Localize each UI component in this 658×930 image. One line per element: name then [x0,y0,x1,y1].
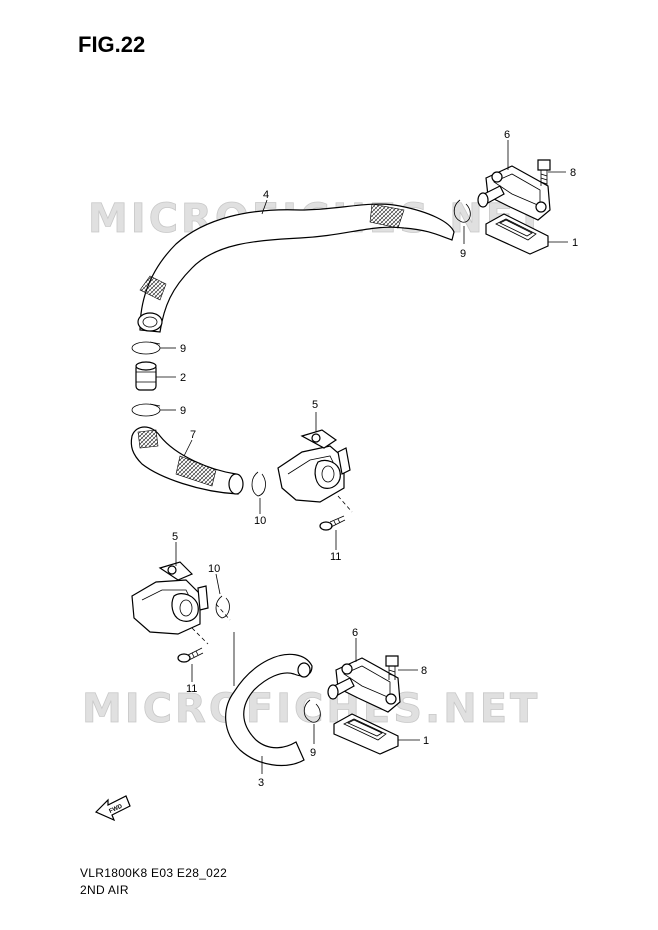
reed-valve-cover-top [477,165,551,221]
fwd-arrow: FWD [94,795,131,822]
gasket-top [485,213,549,255]
clamp-top [453,199,471,223]
callout-9-mid1: 9 [180,343,186,355]
callout-10-lower: 10 [208,563,220,575]
callout-7: 7 [190,429,196,441]
callout-9-mid2: 9 [180,405,186,417]
leader-lines [156,140,568,774]
bolt-bottom [385,655,399,680]
callout-11-upper: 11 [330,551,341,563]
clamp-bottom [303,699,321,723]
reed-valve-lower [131,561,209,635]
callout-6-top: 6 [504,129,510,141]
watermark-bottom: MICROFICHES.NET [82,686,540,733]
figure-title: FIG.22 [78,32,146,57]
hose-7 [130,426,244,495]
callout-2: 2 [180,372,186,384]
screw-lower [177,647,204,663]
clamp-mid1 [131,341,161,355]
clamp-lower-10 [215,595,230,619]
callout-8-bottom: 8 [421,665,427,677]
callout-8-top: 8 [570,167,576,179]
callout-3: 3 [258,777,264,789]
callout-6-bottom: 6 [352,627,358,639]
watermark-text-bottom: MICROFICHES.NET [82,686,540,732]
joint-2 [135,361,157,391]
hose-3 [225,653,313,767]
callout-11-lower: 11 [186,683,197,695]
screw-upper [319,515,346,531]
gasket-bottom [333,713,399,755]
callout-1-bottom: 1 [423,735,429,747]
callout-9-bottom: 9 [310,747,316,759]
model-code: VLR1800K8 E03 E28_022 [80,866,228,880]
callout-4: 4 [263,189,269,201]
clamp-mid2 [131,403,161,417]
callout-5-upper: 5 [312,399,318,411]
clamp-upper-10 [251,471,266,497]
callout-9-top: 9 [460,248,466,260]
section-name: 2ND AIR [80,883,129,897]
callout-5-lower: 5 [172,531,178,543]
callout-labels: 6 8 4 1 9 9 2 9 5 7 10 11 5 10 11 6 8 1 … [172,129,578,789]
callout-1-top: 1 [572,237,578,249]
callout-10-upper: 10 [254,515,266,527]
hose-4 [137,203,455,333]
reed-valve-upper [277,429,351,503]
reed-valve-cover-bottom [327,657,401,713]
fwd-label: FWD [108,803,124,814]
bolt-top [537,159,551,186]
